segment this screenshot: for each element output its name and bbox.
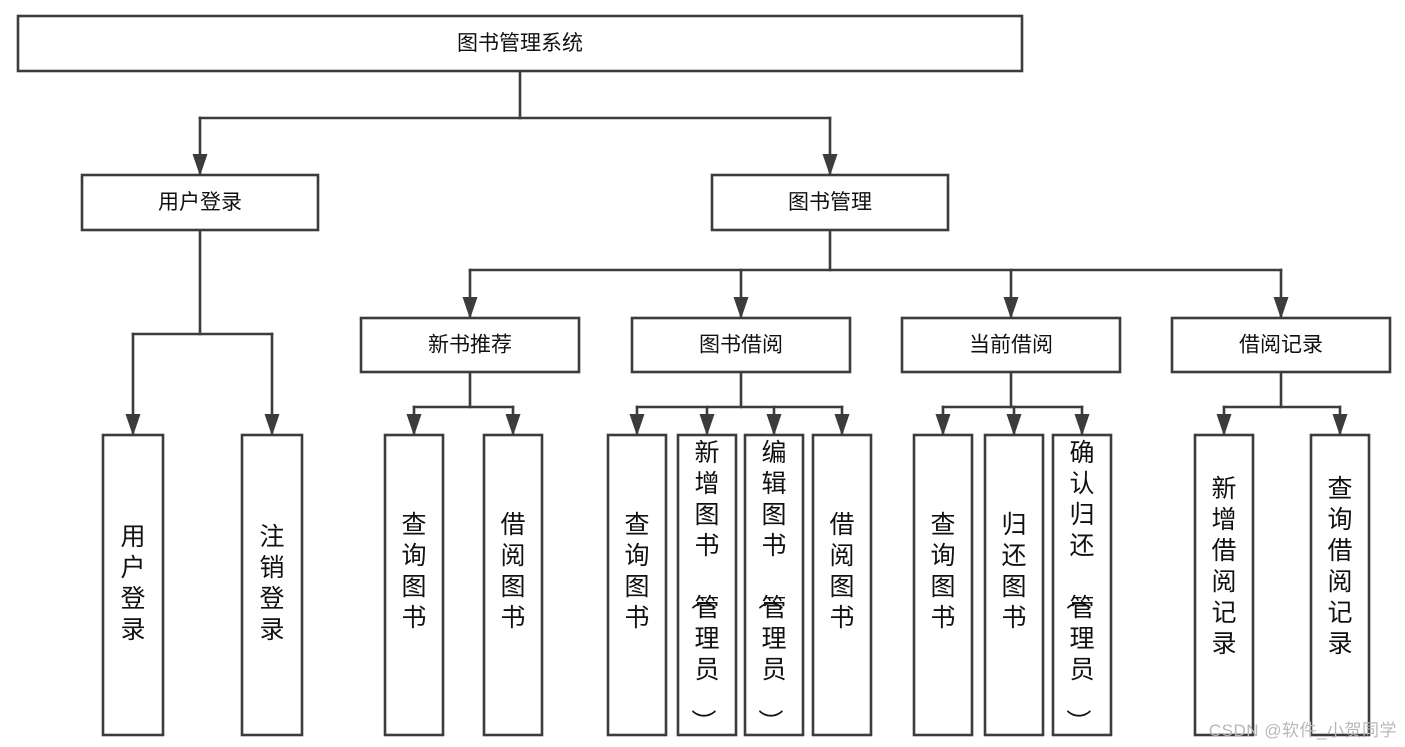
node-box[interactable] [1309,433,1371,737]
node-book-management[interactable]: 图书管理 [710,173,950,232]
connector-arrow-icon [264,414,280,436]
node-leaf-return-book[interactable]: 归还图书 [983,433,1045,737]
node-box[interactable] [80,173,320,232]
connector-arrow-icon [1332,414,1348,436]
node-label: 图书管理 [788,191,872,214]
node-label: 用户登录 [120,523,145,644]
node-label: 用户登录 [158,191,242,214]
node-current-borrow[interactable]: 当前借阅 [900,316,1122,374]
node-label: 确认归还（管理员） [1063,439,1094,734]
node-leaf-edit-book-admin[interactable]: 编辑图书（管理员） [743,433,805,737]
node-box[interactable] [606,433,668,737]
node-box[interactable] [710,173,950,232]
node-box[interactable] [1193,433,1255,737]
node-label: 图书管理系统 [457,32,583,55]
connector-arrow-icon [1003,297,1019,319]
node-leaf-query-book-2[interactable]: 查询图书 [606,433,668,737]
node-label: 查询借阅记录 [1327,475,1352,658]
node-label: 编辑图书（管理员） [755,439,786,734]
node-label: 归还图书 [1001,511,1026,632]
node-new-book-recommend[interactable]: 新书推荐 [359,316,581,374]
connector-arrow-icon [406,414,422,436]
node-label: 借阅记录 [1239,334,1323,357]
node-box[interactable] [16,14,1024,73]
node-box[interactable] [912,433,974,737]
connector-arrow-icon [935,414,951,436]
node-leaf-query-book-3[interactable]: 查询图书 [912,433,974,737]
connector-arrow-icon [462,297,478,319]
node-label: 借阅图书 [829,511,854,632]
node-leaf-logout[interactable]: 注销登录 [240,433,304,737]
connector-arrow-icon [699,414,715,436]
connector-arrow-icon [1273,297,1289,319]
node-leaf-user-login[interactable]: 用户登录 [101,433,165,737]
node-box[interactable] [743,433,805,737]
node-label: 图书借阅 [699,334,783,357]
node-user-login[interactable]: 用户登录 [80,173,320,232]
node-box[interactable] [383,433,445,737]
connector-arrow-icon [766,414,782,436]
node-box[interactable] [101,433,165,737]
node-box[interactable] [983,433,1045,737]
node-box[interactable] [1051,433,1113,737]
node-label: 新书推荐 [428,334,512,357]
node-root-图书管理系统[interactable]: 图书管理系统 [16,14,1024,73]
connector-arrow-icon [1006,414,1022,436]
node-leaf-borrow-book-2[interactable]: 借阅图书 [811,433,873,737]
connector-arrow-icon [822,154,838,176]
node-label: 当前借阅 [969,334,1053,357]
connector-arrow-icon [629,414,645,436]
node-label: 借阅图书 [500,511,525,632]
node-layer: 图书管理系统用户登录图书管理新书推荐图书借阅当前借阅借阅记录用户登录注销登录查询… [16,14,1392,737]
node-label: 查询图书 [401,511,426,632]
connector-arrow-icon [505,414,521,436]
node-box[interactable] [630,316,852,374]
connector-layer [125,69,1348,436]
node-leaf-borrow-book-1[interactable]: 借阅图书 [482,433,544,737]
node-leaf-confirm-return-admin[interactable]: 确认归还（管理员） [1051,433,1113,737]
node-box[interactable] [900,316,1122,374]
connector-arrow-icon [733,297,749,319]
connector-arrow-icon [834,414,850,436]
node-leaf-add-borrow-record[interactable]: 新增借阅记录 [1193,433,1255,737]
node-label: 注销登录 [259,523,284,644]
node-book-borrow[interactable]: 图书借阅 [630,316,852,374]
connector-arrow-icon [1216,414,1232,436]
node-label: 查询图书 [624,511,649,632]
node-leaf-query-borrow-record[interactable]: 查询借阅记录 [1309,433,1371,737]
node-leaf-add-book-admin[interactable]: 新增图书（管理员） [676,433,738,737]
node-box[interactable] [240,433,304,737]
connector-arrow-icon [125,414,141,436]
node-label: 新增图书（管理员） [688,439,719,734]
node-box[interactable] [811,433,873,737]
connector-arrow-icon [192,154,208,176]
node-box[interactable] [482,433,544,737]
node-box[interactable] [359,316,581,374]
node-label: 新增借阅记录 [1211,475,1236,658]
node-label: 查询图书 [930,511,955,632]
node-box[interactable] [676,433,738,737]
watermark-label: CSDN @软件_小贺同学 [1208,721,1397,740]
node-borrow-record[interactable]: 借阅记录 [1170,316,1392,374]
node-box[interactable] [1170,316,1392,374]
node-leaf-query-book-1[interactable]: 查询图书 [383,433,445,737]
connector-arrow-icon [1074,414,1090,436]
